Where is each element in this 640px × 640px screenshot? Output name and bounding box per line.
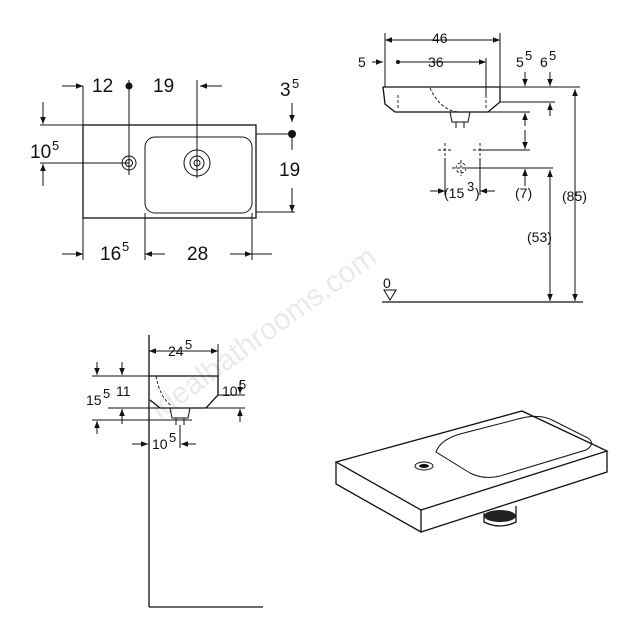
dim-3: 3 (280, 80, 291, 101)
dim-5-5-sup: 5 (525, 48, 532, 63)
dim-16: 16 (100, 244, 121, 265)
iso-bowl (435, 415, 592, 478)
dim-10-5-right-sup: 5 (239, 377, 246, 392)
dim-10-5-bottom: 10 (152, 436, 168, 452)
dim-19-top: 19 (153, 76, 174, 97)
dim-5: 5 (358, 54, 366, 70)
dim-15-5: 15 (86, 392, 102, 408)
dim-6-5: 6 (540, 54, 548, 70)
dim-15-3-close: ) (475, 185, 480, 201)
dim-28: 28 (187, 244, 208, 265)
dim-19-right: 19 (279, 160, 300, 181)
iso-tap-hole (414, 461, 434, 471)
dim-10-5-bottom-sup: 5 (169, 430, 176, 445)
dim-12: 12 (92, 76, 113, 97)
iso-top (334, 410, 609, 511)
front-waste (449, 111, 471, 123)
section-basin (149, 375, 219, 409)
dim-15-5-sup: 5 (103, 386, 110, 401)
isometric-view (334, 410, 609, 534)
front-elevation: 46 36 5 5 5 6 5 (15 3 ) (7) (53) (85) 0 (358, 30, 587, 303)
level-zero: 0 (383, 275, 391, 291)
dim-10: 10 (30, 142, 51, 163)
watermark-text: idealbathrooms.com (145, 240, 383, 425)
dim-15-3-sup: 3 (467, 179, 474, 194)
zero-level-marker (383, 289, 397, 301)
plan-basin-outline (82, 124, 257, 219)
front-basin-outline (382, 86, 501, 113)
dim-36: 36 (428, 54, 444, 70)
dim-24-5: 24 (168, 343, 184, 359)
dim-15-3: (15 (444, 185, 464, 201)
side-section: 24 5 15 5 11 10 5 10 5 (86, 335, 263, 608)
dim-3-sup: 5 (292, 76, 299, 91)
dim-16-sup: 5 (122, 239, 129, 254)
dim-85: (85) (562, 188, 587, 204)
plan-view: 12 19 3 5 10 5 19 16 5 28 (30, 76, 300, 265)
dim-5-5: 5 (516, 54, 524, 70)
dim-6-5-sup: 5 (549, 48, 556, 63)
dim-24-5-sup: 5 (185, 337, 192, 352)
dim-53: (53) (527, 229, 552, 245)
dim-7: (7) (515, 185, 532, 201)
dim-11: 11 (116, 383, 131, 399)
iso-waste (483, 506, 517, 527)
plan-bowl (144, 136, 253, 214)
dim-10-5-right: 10 (222, 383, 238, 399)
dim-46: 46 (432, 30, 448, 46)
dim-10-sup: 5 (52, 138, 59, 153)
